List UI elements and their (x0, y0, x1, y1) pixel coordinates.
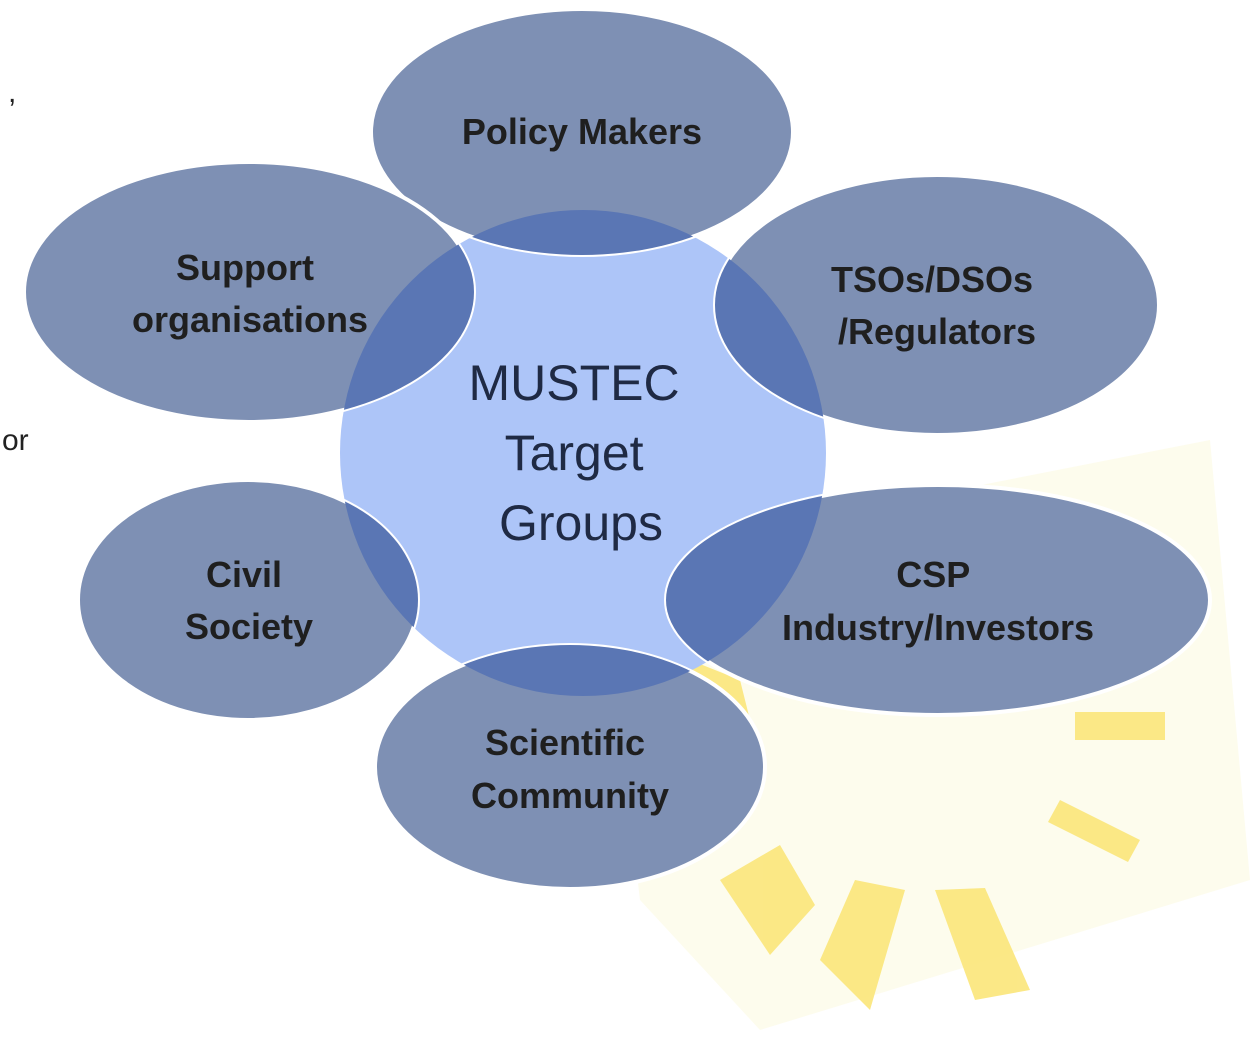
node-label-line: Industry/Investors (782, 607, 1094, 648)
node-label-line: organisations (132, 299, 368, 340)
node-label-support-organisations: Support organisations (132, 247, 368, 340)
node-label-line: Support (176, 247, 314, 288)
node-label-civil-society: Civil Society (185, 554, 313, 647)
node-label-policy-makers: Policy Makers (462, 111, 702, 152)
node-label-line: Policy Makers (462, 111, 702, 152)
node-label-line: Civil (206, 554, 282, 595)
node-label-line: TSOs/DSOs (831, 259, 1033, 300)
center-label-line: Target (505, 425, 644, 481)
node-label-tsos-dsos-regulators: TSOs/DSOs /Regulators (831, 259, 1043, 352)
node-label-line: CSP (896, 554, 969, 595)
node-label-line: Community (471, 775, 669, 816)
center-label-line: Groups (499, 495, 663, 551)
node-label-scientific-community: Scientific Community (471, 722, 669, 816)
edge-text-fragment: , (8, 76, 16, 109)
node-label-line: Scientific (485, 722, 645, 763)
node-label-csp-industry-investors: CSP Industry/Investors (782, 554, 1094, 648)
node-label-line: Society (185, 606, 313, 647)
center-label-line: MUSTEC (468, 355, 679, 411)
center-label: MUSTEC Target Groups (468, 355, 693, 551)
edge-text-fragment: or (2, 424, 29, 457)
node-label-line: /Regulators (838, 311, 1036, 352)
